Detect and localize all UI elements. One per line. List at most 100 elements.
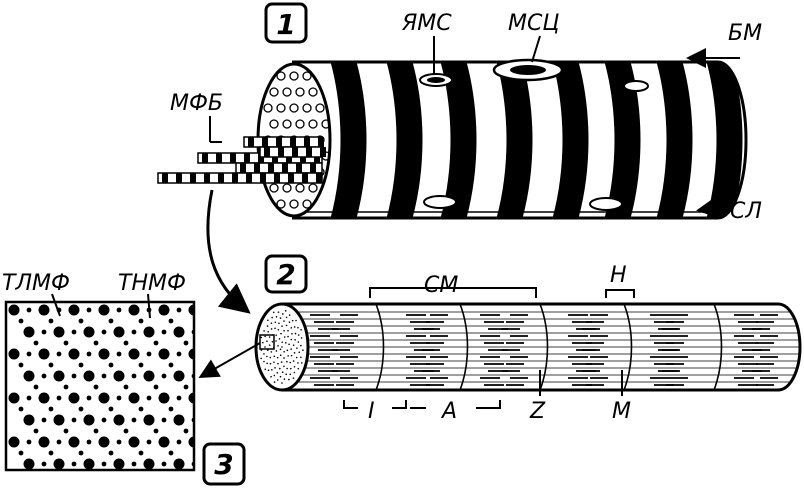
thin-filament-dot	[138, 318, 144, 324]
thin-filament-dot	[26, 439, 32, 445]
thin-filament-dot	[191, 417, 194, 423]
myofilament-lines	[282, 304, 800, 390]
thick-filament-dot	[143, 414, 155, 426]
thick-filament-dot	[204, 327, 215, 338]
nucleus-lower-left	[423, 195, 457, 209]
thick-filament-dot	[23, 414, 35, 426]
thin-filament-dot	[161, 461, 167, 467]
thin-filament-dot	[48, 406, 54, 412]
thin-filament-dot	[78, 362, 84, 368]
thick-filament-dot	[83, 458, 95, 470]
thin-filament-dot	[116, 351, 122, 357]
myofibril-dot	[269, 183, 279, 193]
thin-filament-dot	[93, 340, 99, 346]
thin-filament-dot	[116, 439, 122, 445]
thin-filament-dot	[71, 461, 77, 467]
thin-filament-dot	[64, 473, 69, 478]
thick-filament-dot	[23, 326, 35, 338]
thin-filament-dot	[56, 395, 62, 401]
thin-filament-dot	[78, 318, 84, 324]
muscle-cell-nucleus	[492, 58, 564, 82]
myofibril-rod	[235, 162, 323, 174]
thick-filament-dot	[113, 458, 125, 470]
label-sm: СМ	[424, 273, 458, 298]
thin-filament-dot	[183, 384, 189, 390]
thin-filament-dot	[26, 307, 32, 313]
myofibril-dot	[308, 119, 318, 129]
thin-filament-dot	[183, 340, 189, 346]
thin-filament-dot	[222, 330, 227, 335]
dark-band	[552, 62, 589, 218]
myofibril-dot	[276, 71, 286, 81]
thin-filament-dot	[63, 384, 69, 390]
myofibril-dot	[269, 87, 279, 97]
thin-filament-dot	[131, 329, 137, 335]
filament-dots	[8, 304, 227, 478]
thin-filament-dot	[48, 318, 54, 324]
label-msc: МСЦ	[508, 11, 559, 36]
thin-filament-dot	[161, 373, 167, 379]
thin-filament-dot	[214, 341, 219, 346]
label-h: H	[610, 263, 627, 288]
thin-filament-dot	[93, 428, 99, 434]
thick-filament-dot	[53, 370, 65, 382]
thick-filament-dot	[68, 348, 80, 360]
thick-filament-dot	[68, 392, 80, 404]
thick-filament-dot	[83, 326, 95, 338]
dark-band	[706, 62, 743, 218]
thin-filament-dot	[41, 329, 47, 335]
label-a: A	[440, 399, 457, 424]
thin-filament-dot	[56, 439, 62, 445]
myofibril-dot	[276, 103, 286, 113]
myofibril-dot	[289, 71, 299, 81]
thick-filament-dot	[128, 304, 140, 316]
thick-filament-dot	[173, 326, 185, 338]
thin-filament-dot	[41, 373, 47, 379]
thick-filament-dot	[8, 304, 20, 316]
thin-filament-dot	[131, 373, 137, 379]
myofibril-dot	[295, 119, 305, 129]
thin-filament-dot	[18, 450, 24, 456]
myofibril	[254, 302, 802, 392]
cross-section-square	[4, 300, 227, 478]
thick-filament-dot	[8, 436, 20, 448]
thin-filament-dot	[108, 362, 114, 368]
thin-filament-dot	[183, 428, 189, 434]
thin-filament-dot	[18, 406, 24, 412]
thin-filament-dot	[78, 406, 84, 412]
thick-filament-dot	[38, 436, 50, 448]
thin-filament-dot	[176, 307, 182, 313]
myofibril-dot	[282, 119, 292, 129]
thin-filament-dot	[108, 318, 114, 324]
thin-filament-dot	[48, 450, 54, 456]
thin-filament-dot	[63, 340, 69, 346]
thick-filament-dot	[23, 370, 35, 382]
zoom-square	[259, 334, 275, 350]
thin-filament-dot	[123, 384, 129, 390]
thick-filament-dot	[53, 326, 65, 338]
thin-filament-dot	[116, 395, 122, 401]
thick-filament-dot	[128, 348, 140, 360]
thin-filament-dot	[33, 384, 39, 390]
dark-band	[386, 62, 423, 218]
nucleus-upper-right	[623, 80, 649, 92]
myofibril-dot	[308, 183, 318, 193]
thin-filament-dot	[214, 429, 219, 434]
thin-filament-dot	[138, 406, 144, 412]
leader-lines	[51, 35, 740, 409]
thin-filament-dot	[161, 329, 167, 335]
thick-filament-dot	[98, 392, 110, 404]
dark-band	[330, 62, 367, 218]
thick-filament-dot	[188, 348, 194, 360]
myofibril-dot	[289, 103, 299, 113]
thick-filament-dot	[68, 304, 80, 316]
zoom-arrow	[198, 342, 261, 378]
thin-filament-dot	[168, 362, 174, 368]
thin-filament-dot	[131, 417, 137, 423]
thin-filament-dot	[78, 450, 84, 456]
thin-filament-dot	[154, 473, 159, 478]
thin-filament-dot	[48, 362, 54, 368]
thin-filament-dot	[116, 307, 122, 313]
curved-arrow	[206, 189, 251, 314]
